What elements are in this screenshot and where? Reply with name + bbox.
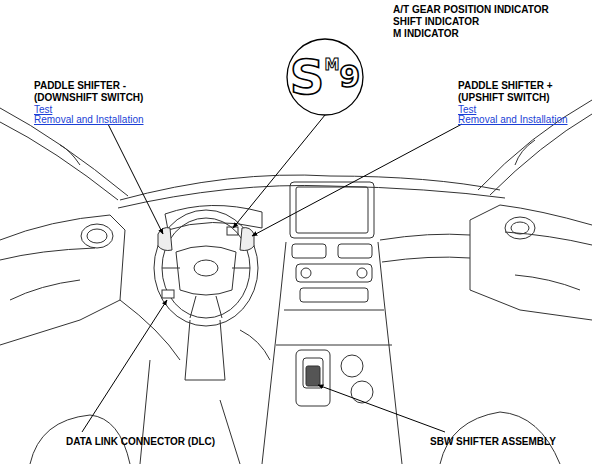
cabin-outline	[162, 268, 250, 318]
cabin-outline	[240, 330, 270, 360]
cabin-outline	[158, 228, 172, 251]
cabin-outline	[351, 381, 373, 403]
part-label: SBW SHIFTER ASSEMBLY	[430, 436, 590, 448]
cabin-outline	[0, 122, 118, 200]
cabin-outline	[185, 320, 225, 380]
cabin-outline	[140, 360, 150, 464]
cabin-outline	[515, 275, 580, 290]
cabin-outline	[0, 100, 592, 464]
indicator-character: 9	[339, 62, 360, 92]
cabin-outline	[296, 264, 372, 282]
part-label: A/T GEAR POSITION INDICATOR	[393, 4, 583, 16]
link-text: Removal and Installation	[458, 114, 588, 126]
cabin-outline	[303, 358, 323, 388]
leader-lines	[252, 124, 462, 236]
cabin-outline	[300, 288, 368, 302]
cabin-outline	[10, 280, 80, 300]
part-label: M INDICATOR	[393, 28, 583, 40]
part-label: SHIFT INDICATOR	[393, 16, 583, 28]
cabin-outline	[380, 234, 470, 240]
cabin-outline	[515, 140, 535, 165]
cabin-outline	[357, 268, 367, 278]
leader-lines	[318, 385, 445, 432]
cabin-outline	[276, 345, 392, 346]
part-label: DATA LINK CONNECTOR (DLC)	[66, 436, 266, 448]
magnified-indicator: SM9	[286, 38, 364, 116]
indicator-character: M	[324, 58, 339, 73]
part-label: PADDLE SHIFTER + (UPSHIFT SWITCH)	[458, 80, 580, 104]
circle-outline	[287, 39, 363, 115]
indicator-text-group: SM9	[286, 38, 364, 116]
leader-lines	[82, 115, 462, 432]
leader-lines	[82, 300, 167, 432]
cabin-outline	[81, 224, 113, 248]
cabin-outline	[470, 205, 592, 320]
cabin-outline	[284, 310, 384, 311]
cabin-outline	[120, 300, 180, 360]
cabin-outline	[87, 229, 107, 243]
part-label: PADDLE SHIFTER - (DOWNSHIFT SWITCH)	[34, 80, 156, 104]
cabin-outline	[290, 182, 374, 238]
cabin-outline	[194, 260, 218, 276]
cabin-outline	[0, 215, 125, 345]
leader-lines	[108, 124, 163, 234]
cabin-outline	[60, 145, 80, 165]
cabin-outline	[162, 290, 174, 298]
cabin-outline	[296, 350, 330, 406]
cabin-outline	[505, 217, 535, 239]
cabin-outline	[301, 268, 311, 278]
cabin-outline	[240, 228, 254, 251]
cabin-outline	[490, 114, 592, 195]
cabin-outline	[338, 244, 372, 258]
cabin-outline	[478, 100, 592, 190]
cabin-outline	[306, 366, 320, 386]
cabin-outline	[511, 222, 529, 234]
link-text: Removal and Installation	[34, 114, 174, 126]
indicator-character: S	[290, 53, 325, 101]
cabin-outline	[220, 400, 240, 464]
cabin-outline	[0, 248, 95, 260]
cabin-outline	[176, 246, 236, 295]
cabin-outline	[154, 210, 258, 326]
cabin-outline	[162, 218, 250, 318]
cabin-outline	[378, 242, 402, 464]
cabin-outline	[382, 257, 470, 262]
cabin-outline	[292, 244, 326, 258]
leader-lines	[233, 115, 325, 228]
cabin-outline	[341, 355, 363, 377]
